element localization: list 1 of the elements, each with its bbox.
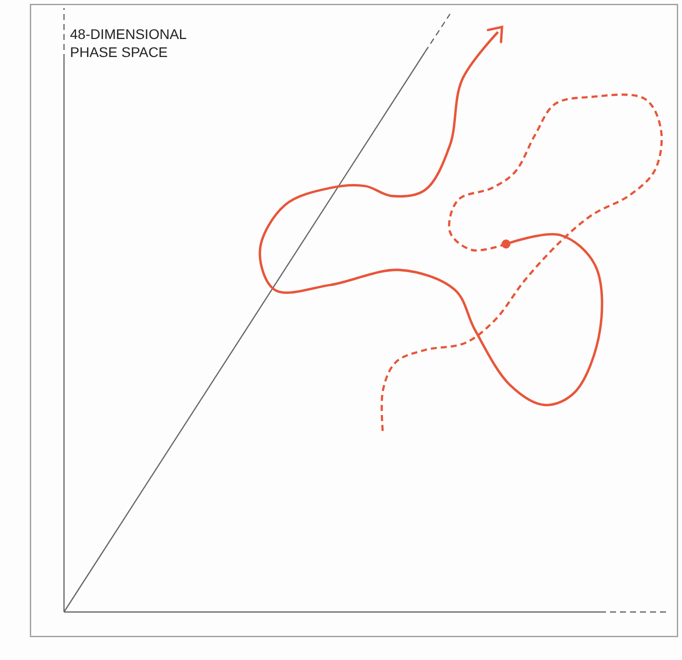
phase-space-label: 48-DIMENSIONAL PHASE SPACE: [70, 25, 188, 61]
